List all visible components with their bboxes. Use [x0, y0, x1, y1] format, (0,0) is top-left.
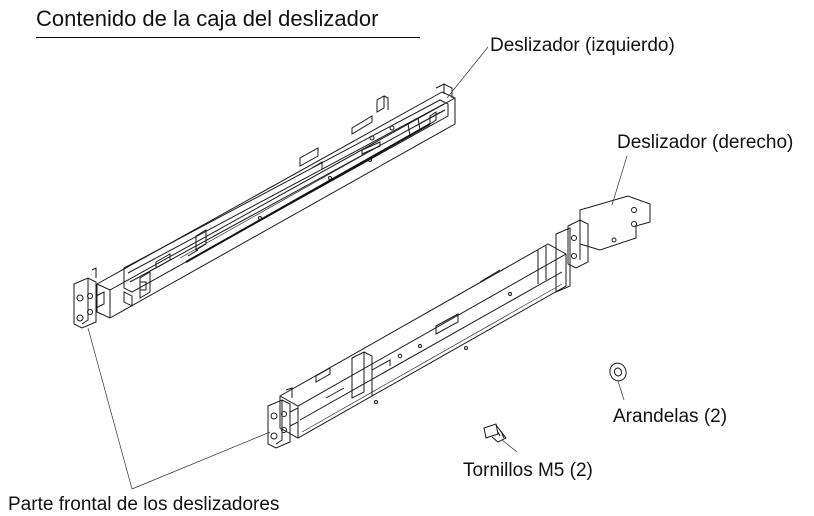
label-screws: Tornillos M5 (2): [463, 460, 593, 481]
label-slides-front: Parte frontal de los deslizadores: [8, 494, 280, 515]
leader-lines: [87, 46, 628, 490]
label-washers: Arandelas (2): [613, 406, 728, 427]
diagram-title: Contenido de la caja del deslizador: [36, 6, 379, 31]
left-slide-rail: [73, 83, 456, 329]
screw-part: [483, 423, 507, 443]
title-underline: [36, 37, 420, 38]
right-slide-rail: [267, 195, 651, 449]
label-slide-left: Deslizador (izquierdo): [490, 35, 675, 56]
label-slide-right: Deslizador (derecho): [617, 132, 794, 153]
washer-part: [609, 362, 627, 382]
